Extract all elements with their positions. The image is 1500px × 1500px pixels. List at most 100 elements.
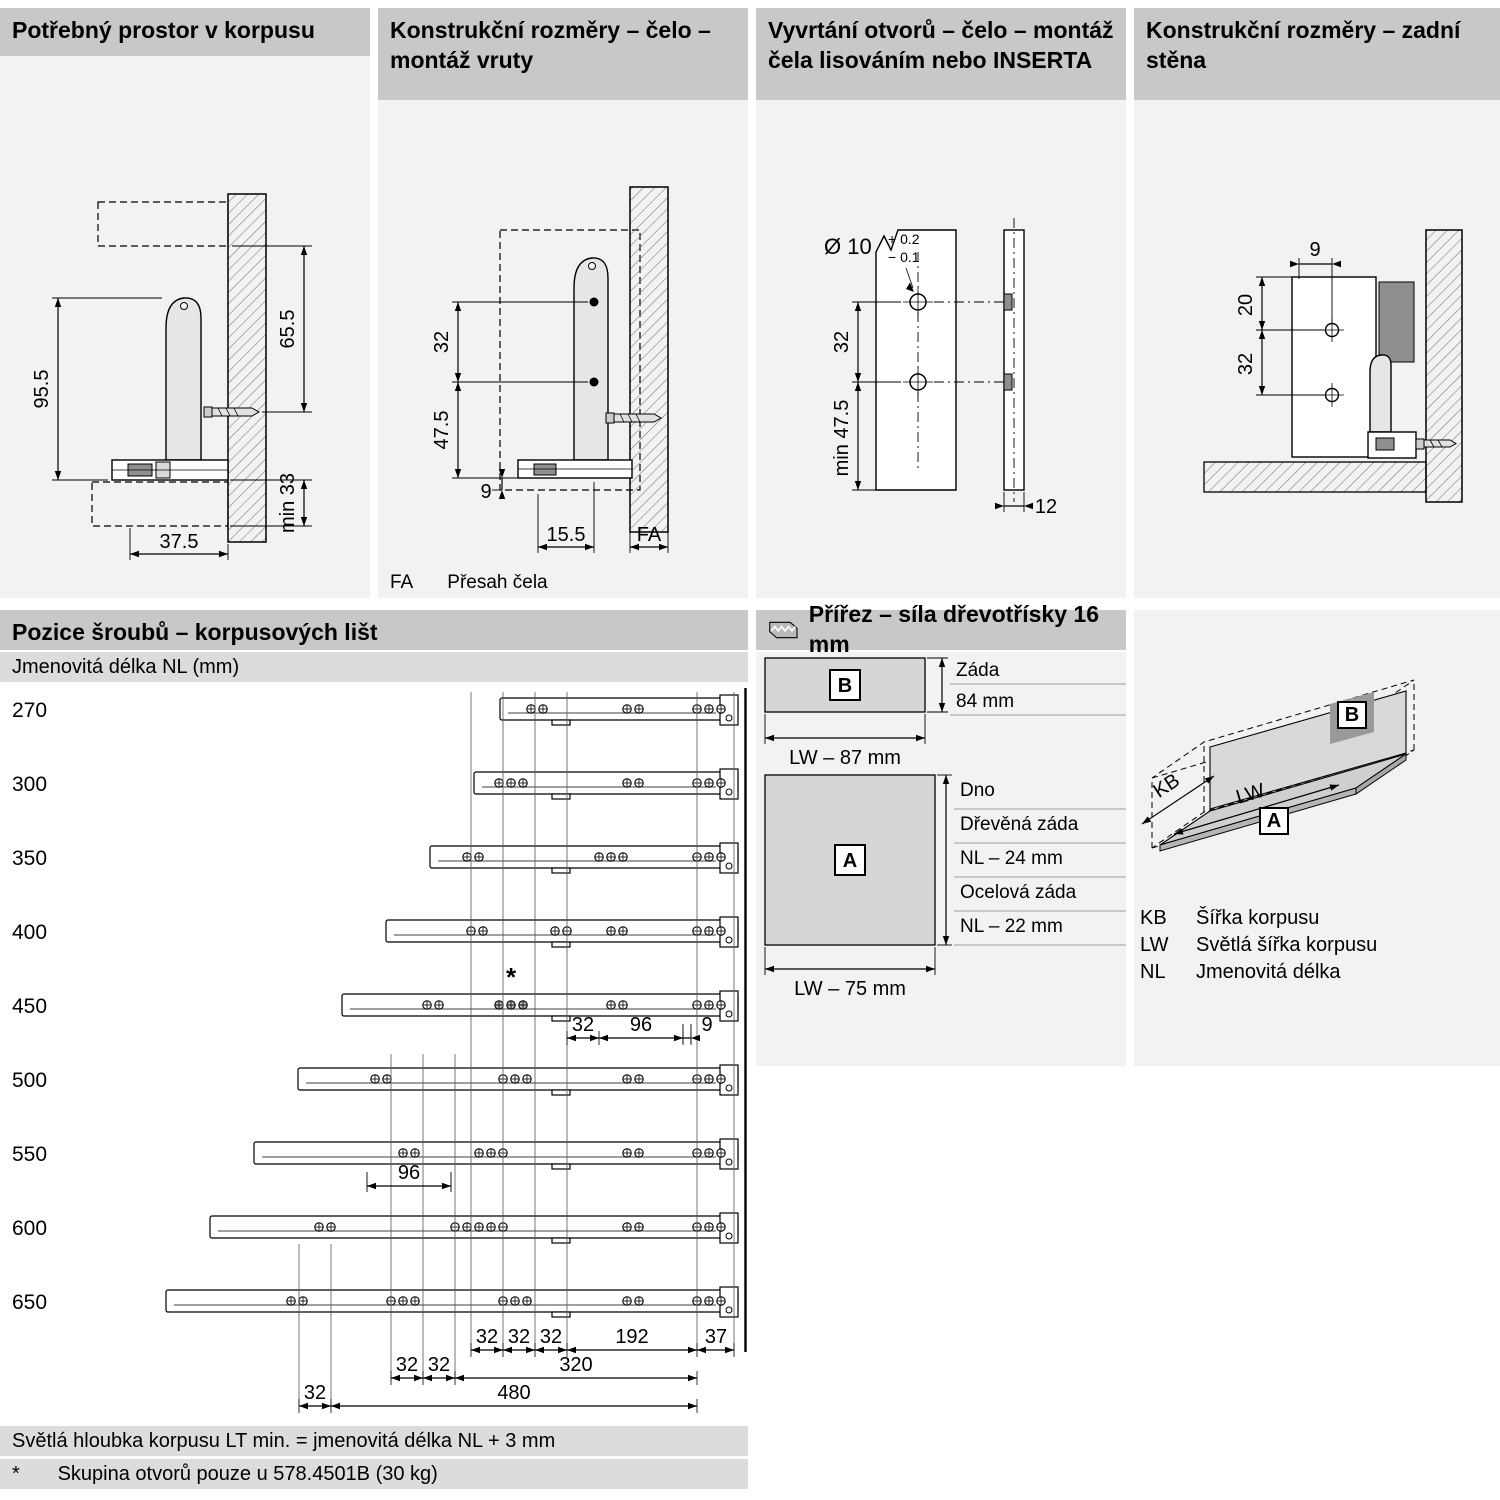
panel1-header: Potřebný prostor v korpusu [0,8,370,56]
panel4-title: Konstrukční rozměry – zadní stěna [1146,17,1461,73]
panel2-title: Konstrukční rozměry – čelo – montáž vrut… [390,17,711,73]
svg-text:400: 400 [12,921,47,944]
front-panel-face [875,229,957,491]
svg-text:550: 550 [12,1143,47,1166]
rail-block [1378,281,1415,363]
front-panel-edge-view [1003,218,1025,502]
dim-9: 9 [480,469,518,503]
svg-text:32: 32 [572,1014,594,1036]
cabinet-side-wall [1425,229,1463,503]
svg-text:+ 0.2: + 0.2 [888,231,920,247]
drill-hole-upper [903,287,933,317]
legend-text-nl: Jmenovitá délka [1196,961,1341,983]
slide-row-270: 270 [12,694,739,726]
svg-text:32: 32 [304,1382,326,1404]
drawing-back-wall: 9 20 32 [1203,229,1463,503]
dim-47-5: 47.5 [431,382,518,479]
screw-icon [1415,438,1457,450]
svg-text:32: 32 [476,1326,498,1348]
svg-text:32: 32 [431,331,453,353]
panel3-header: Vyvrtání otvorů – čelo – montáž čela lis… [756,8,1126,100]
b-height: 84 mm [956,691,1014,712]
drawer-side-profile [517,257,633,479]
screw-icon [605,412,663,424]
drill-hole-lower [903,367,933,397]
a-row-1: Dřevěná záda [960,814,1079,835]
saw-icon [769,621,798,639]
legend-key-kb: KB [1140,907,1167,929]
dim-550-96: 96 [366,1162,452,1192]
svg-text:B: B [838,675,852,697]
slide-row-600: 600 [12,1212,739,1244]
svg-text:300: 300 [12,773,47,796]
cut-part-a: A Dno Dřevěná záda NL – 24 mm Ocelová zá… [764,774,1126,1000]
slide-row-550: 550 [12,1138,739,1170]
screws-subtitle: Jmenovitá délka NL (mm) [12,656,240,678]
slide-row-400: 400 [12,916,739,948]
diameter-callout: Ø 10 + 0.2 − 0.1 [824,231,920,292]
legend-row-nl: NL Jmenovitá délka [1134,959,1500,986]
svg-text:9: 9 [480,481,491,503]
footer-note-1-text: Světlá hloubka korpusu LT min. = jmenovi… [12,1430,556,1452]
dim-37-5: 37.5 [129,528,229,560]
svg-text:65.5: 65.5 [277,310,299,349]
a-width: LW – 75 mm [794,978,906,1000]
cabinet-bottom-board [1203,461,1427,493]
cabinet-side-wall [629,186,669,533]
panel2-body [378,8,748,598]
svg-text:37: 37 [705,1326,727,1348]
svg-text:450: 450 [12,995,47,1018]
a-row-4: NL – 22 mm [960,916,1063,937]
dim-fa: FA [629,524,669,553]
svg-text:9: 9 [1309,239,1320,261]
svg-text:95.5: 95.5 [31,370,53,409]
svg-text:37.5: 37.5 [160,531,199,553]
fa-footnote-text: Přesah čela [447,572,548,593]
fa-footnote-key: FA [390,572,414,593]
svg-text:− 0.1: − 0.1 [888,249,920,265]
svg-text:96: 96 [630,1014,652,1036]
svg-text:192: 192 [615,1326,648,1348]
slide-row-450: 450 [12,990,739,1022]
panel3-title: Vyvrtání otvorů – čelo – montáž čela lis… [768,17,1114,73]
svg-text:15.5: 15.5 [547,524,586,546]
svg-text:350: 350 [12,847,47,870]
hole-guide-lines [298,692,735,1406]
panel2-header: Konstrukční rozměry – čelo – montáž vrut… [378,8,748,100]
svg-text:320: 320 [559,1354,592,1376]
dim-20: 20 [1235,276,1324,331]
b-name: Záda [956,660,1000,681]
legend-text-lw: Světlá šířka korpusu [1196,934,1378,956]
dim-chain-3: 32 480 [298,1382,698,1413]
svg-text:32: 32 [508,1326,530,1348]
dim-min-47-5: min 47.5 [831,382,876,491]
svg-text:47.5: 47.5 [431,411,453,450]
panel1-title: Potřebný prostor v korpusu [12,17,315,43]
legend-row-kb: KB Šířka korpusu [1134,905,1500,932]
svg-text:KB: KB [1149,769,1183,802]
cabinet-side-wall [227,193,267,543]
iso-label-b: B [1337,701,1367,729]
drawing-space-in-cabinet: 95.5 65.5 min 33 37.5 [31,193,312,560]
svg-text:650: 650 [12,1291,47,1314]
svg-text:20: 20 [1235,294,1257,316]
svg-text:500: 500 [12,1069,47,1092]
slide-row-650: 650 [12,1286,739,1318]
slide-row-350: 350 [12,842,739,874]
bottom-panel-a [1159,753,1407,852]
cut-part-b: B Záda 84 mm LW – 87 mm [764,657,1126,769]
iso-label-a: A [1259,807,1289,835]
screws-subtitle-strip: Jmenovitá délka NL (mm) [0,652,748,682]
slide-row-500: 500 [12,1064,739,1096]
a-row-3: Ocelová záda [960,882,1077,903]
cut-header: Přířez – síla dřevotřísky 16 mm [756,601,1126,657]
hole-mark-upper [589,297,599,307]
screw-icon [203,406,261,418]
legend-text-kb: Šířka korpusu [1196,907,1320,929]
dim-9: 9 [1290,239,1341,323]
legend-key-nl: NL [1140,961,1166,983]
dim-chain-2: 32 32 320 [390,1354,698,1385]
svg-text:A: A [1267,810,1281,832]
footer-note-1: Světlá hloubka korpusu LT min. = jmenovi… [0,1426,748,1456]
